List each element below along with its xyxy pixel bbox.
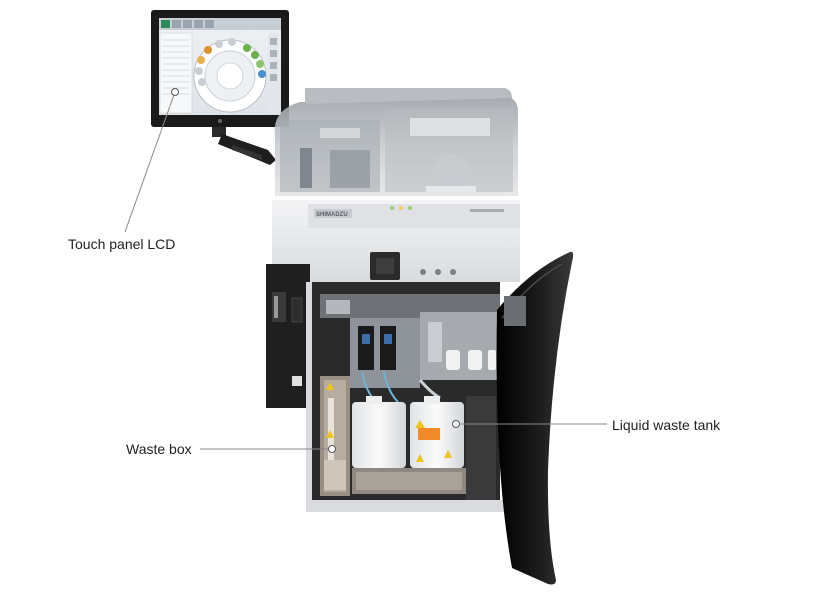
callout-dot-liquid-waste bbox=[452, 420, 460, 428]
touch-panel-monitor bbox=[151, 10, 289, 165]
waste-box bbox=[320, 376, 350, 496]
waste-box-label: Waste box bbox=[126, 441, 192, 457]
callout-line-touch-panel bbox=[124, 91, 176, 233]
liquid-waste-tanks bbox=[352, 396, 466, 494]
open-door bbox=[496, 251, 574, 585]
liquid-waste-tank-label: Liquid waste tank bbox=[612, 417, 721, 433]
brand-logo: SHIMADZU bbox=[316, 212, 348, 218]
callout-dot-touch-panel bbox=[171, 88, 179, 96]
callout-lines bbox=[124, 88, 607, 453]
instrument-body: SHIMADZU bbox=[272, 196, 520, 282]
touch-panel-label: Touch panel LCD bbox=[68, 236, 176, 252]
lower-compartment bbox=[306, 282, 520, 512]
instrument-top-cover bbox=[274, 88, 518, 196]
side-electronics-panel bbox=[266, 264, 310, 408]
callout-dot-waste-box bbox=[328, 445, 336, 453]
